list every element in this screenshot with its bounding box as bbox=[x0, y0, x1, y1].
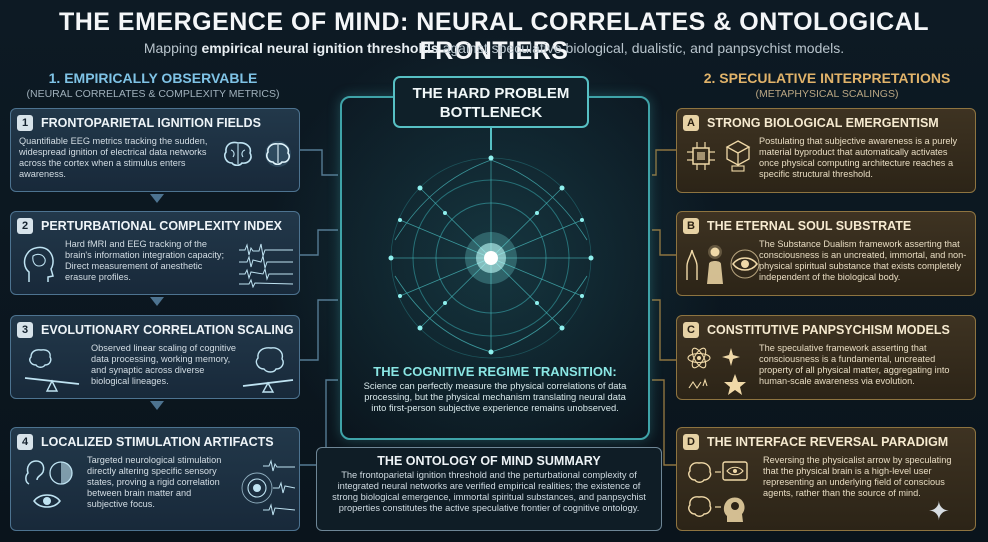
page-title: THE EMERGENCE OF MIND: NEURAL CORRELATES… bbox=[58, 8, 930, 65]
card-number: D bbox=[683, 434, 699, 450]
summary-body: The frontoparietal ignition threshold an… bbox=[332, 470, 646, 513]
page-subtitle: Mapping empirical neural ignition thresh… bbox=[143, 40, 845, 56]
eye-icon bbox=[33, 494, 61, 508]
card-title: LOCALIZED STIMULATION ARTIFACTS bbox=[41, 435, 274, 449]
card-number: C bbox=[683, 322, 699, 338]
speculative-card-a: A STRONG BIOLOGICAL EMERGENTISM Postulati… bbox=[676, 108, 976, 193]
summary-title: THE ONTOLOGY OF MIND SUMMARY bbox=[377, 454, 601, 468]
eye-icon bbox=[730, 249, 760, 279]
card-body: Postulating that subjective awareness is… bbox=[759, 136, 958, 179]
hands-icon bbox=[686, 249, 698, 280]
card-title: FRONTOPARIETAL IGNITION FIELDS bbox=[41, 116, 261, 130]
card-body: Reversing the physicalist arrow by specu… bbox=[763, 455, 952, 498]
speculative-column-heading: 2. SPECULATIVE INTERPRETATIONS (METAPHYS… bbox=[676, 70, 978, 100]
card-title: THE ETERNAL SOUL SUBSTRATE bbox=[707, 219, 912, 233]
regime-title: THE COGNITIVE REGIME TRANSITION: bbox=[373, 364, 617, 379]
card-number: B bbox=[683, 218, 699, 234]
card-number: 1 bbox=[17, 115, 33, 131]
hard-problem-box: THE HARD PROBLEM BOTTLENECK bbox=[393, 76, 589, 128]
card-title: THE INTERFACE REVERSAL PARADIGM bbox=[707, 435, 949, 449]
cube-stack-icon bbox=[725, 140, 751, 172]
regime-body: Science can perfectly measure the physic… bbox=[363, 380, 627, 413]
flow-arrow-down bbox=[150, 401, 164, 410]
empirical-card-2: 2 PERTURBATIONAL COMPLEXITY INDEX Hard fM… bbox=[10, 211, 300, 295]
empirical-card-4: 4 LOCALIZED STIMULATION ARTIFACTS Targete… bbox=[10, 427, 300, 531]
speculative-card-b: B THE ETERNAL SOUL SUBSTRATE The Substanc… bbox=[676, 211, 976, 296]
figure-icon bbox=[707, 245, 723, 284]
card-title: EVOLUTIONARY CORRELATION SCALING bbox=[41, 323, 294, 337]
flow-arrow-down bbox=[150, 194, 164, 203]
brain-icon bbox=[224, 141, 252, 167]
atom-icon bbox=[687, 347, 746, 395]
card-number: 2 bbox=[17, 218, 33, 234]
card-body: The Substance Dualism framework assertin… bbox=[759, 239, 967, 282]
speculative-card-d: D THE INTERFACE REVERSAL PARADIGM Reversi… bbox=[676, 427, 976, 531]
card-body: Targeted neurological stimulation direct… bbox=[87, 455, 222, 509]
scale-brain-icon bbox=[242, 347, 294, 393]
empirical-heading: 1. EMPIRICALLY OBSERVABLE bbox=[48, 70, 258, 86]
speculative-subheading: (METAPHYSICAL SCALINGS) bbox=[755, 88, 899, 100]
flow-arrow-down bbox=[150, 297, 164, 306]
card-body: Quantifiable EEG metrics tracking the su… bbox=[19, 136, 208, 179]
card-title: CONSTITUTIVE PANPSYCHISM MODELS bbox=[707, 323, 950, 337]
eeg-waveform-icon bbox=[239, 243, 293, 288]
brain-glow-icon bbox=[265, 141, 291, 167]
speculative-card-c: C CONSTITUTIVE PANPSYCHISM MODELS The spe… bbox=[676, 315, 976, 400]
empirical-column-heading: 1. EMPIRICALLY OBSERVABLE (NEURAL CORREL… bbox=[8, 70, 298, 100]
signal-icon bbox=[241, 459, 295, 516]
empirical-card-3: 3 EVOLUTIONARY CORRELATION SCALING Observ… bbox=[10, 315, 300, 399]
card-number: 3 bbox=[17, 322, 33, 338]
brain-monitor-icon bbox=[688, 461, 748, 483]
empirical-subheading: (NEURAL CORRELATES & COMPLEXITY METRICS) bbox=[26, 88, 280, 100]
speculative-heading: 2. SPECULATIVE INTERPRETATIONS bbox=[703, 70, 951, 86]
card-body: Hard fMRI and EEG tracking of the brain'… bbox=[65, 239, 225, 282]
summary-box: THE ONTOLOGY OF MIND SUMMARY The frontop… bbox=[316, 447, 662, 531]
scale-brain-icon bbox=[24, 349, 80, 392]
card-number: A bbox=[683, 115, 699, 131]
card-title: PERTURBATIONAL COMPLEXITY INDEX bbox=[41, 219, 282, 233]
card-body: Observed linear scaling of cognitive dat… bbox=[91, 343, 237, 386]
card-number: 4 bbox=[17, 434, 33, 450]
empirical-card-1: 1 FRONTOPARIETAL IGNITION FIELDS Quantifi… bbox=[10, 108, 300, 192]
head-scan-icon bbox=[23, 246, 54, 282]
card-body: The speculative framework asserting that… bbox=[759, 343, 950, 386]
ear-icon bbox=[25, 460, 73, 485]
head-brain-icon bbox=[688, 496, 745, 522]
chip-icon bbox=[687, 142, 715, 170]
card-title: STRONG BIOLOGICAL EMERGENTISM bbox=[707, 116, 939, 130]
sparkle-watermark-icon: ✦ bbox=[928, 496, 950, 526]
neural-network-graphic bbox=[388, 155, 594, 359]
